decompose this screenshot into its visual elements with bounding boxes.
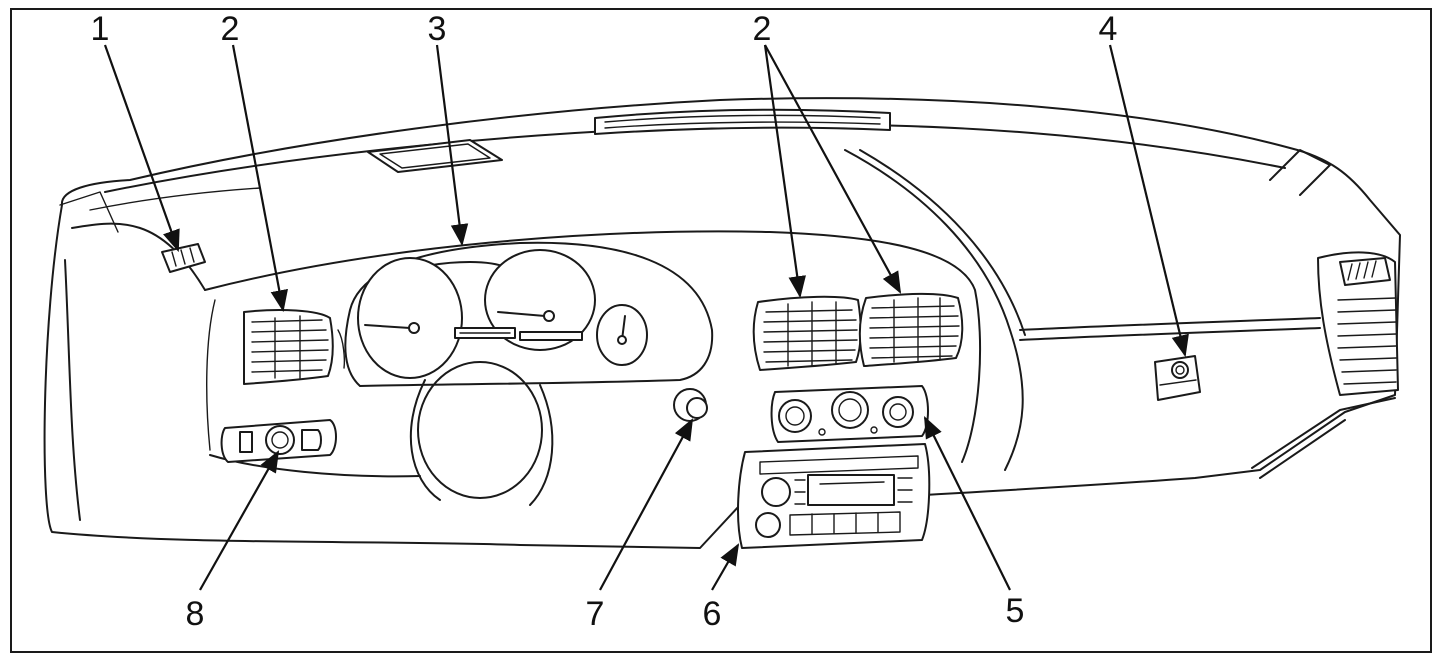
- left-air-vent: [243, 309, 334, 385]
- callout-6: 6: [703, 595, 722, 633]
- callout-4: 4: [1099, 10, 1118, 48]
- callout-2-right: 2: [753, 10, 772, 48]
- steering-column-opening: [409, 361, 554, 506]
- dash-knob: [673, 388, 708, 422]
- callout-7: 7: [586, 595, 605, 633]
- headlamp-switch-panel: [220, 419, 337, 463]
- instrument-cluster: [337, 241, 714, 387]
- center-right-vent: [858, 292, 964, 367]
- glovebox-latch: [1154, 355, 1201, 401]
- callout-2-left: 2: [221, 10, 240, 48]
- radio-unit: [737, 443, 931, 549]
- right-side-vent: [1251, 149, 1399, 479]
- callout-3: 3: [428, 10, 447, 48]
- climate-control-panel: [770, 385, 929, 443]
- leader-lines: [103, 44, 1189, 591]
- center-left-vent: [752, 295, 862, 371]
- dashboard-body: [43, 97, 1401, 549]
- defroster-vent: [594, 108, 891, 135]
- callout-1: 1: [91, 10, 110, 48]
- callout-8: 8: [186, 595, 205, 633]
- sensor-window: [367, 139, 503, 173]
- callout-5: 5: [1006, 592, 1025, 630]
